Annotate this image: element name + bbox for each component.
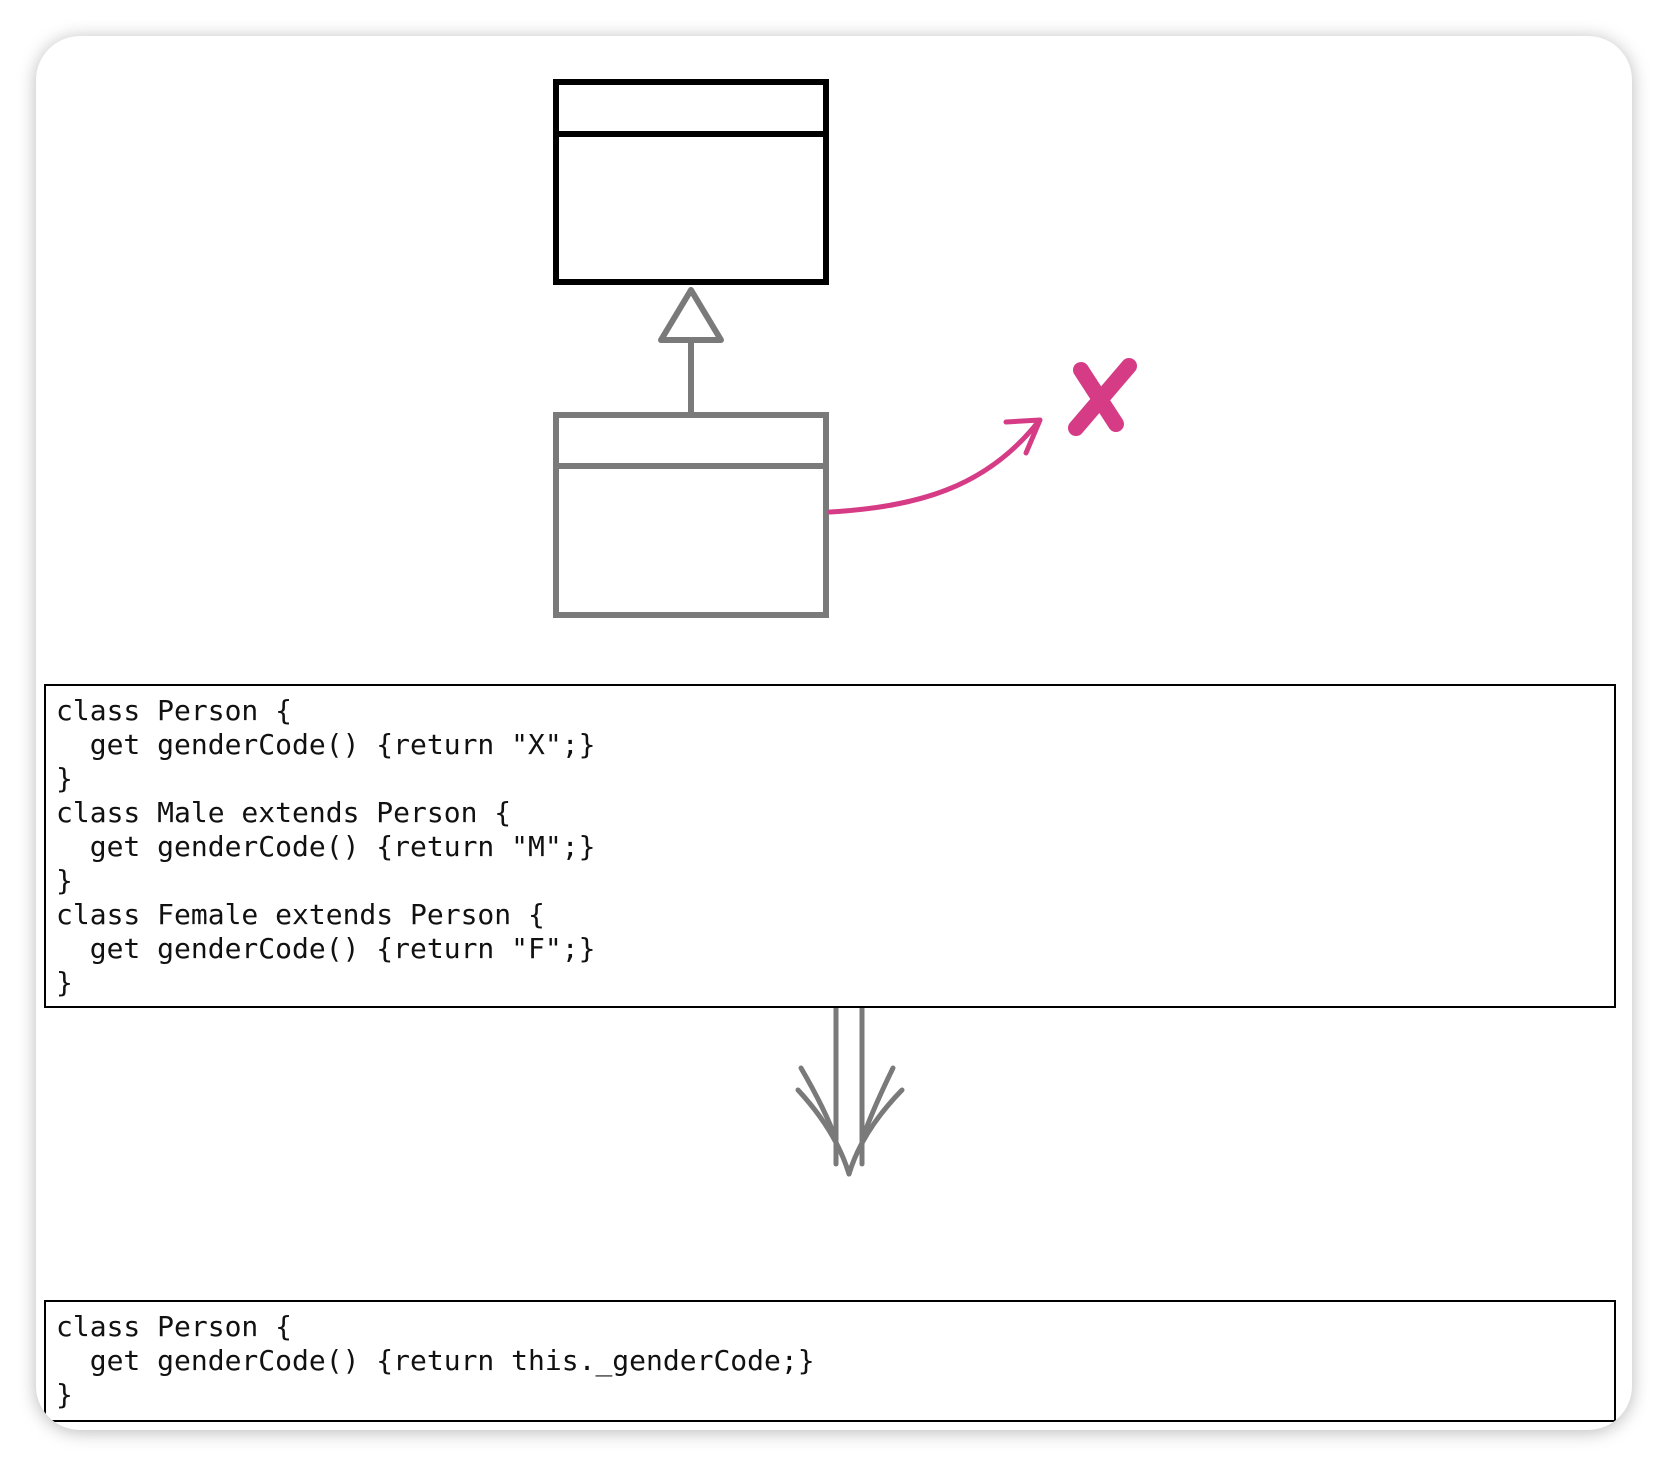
code-after-panel: class Person { get genderCode() {return …: [44, 1300, 1616, 1422]
code-after-listing: class Person { get genderCode() {return …: [46, 1302, 1614, 1412]
removal-arrow-curve: [827, 419, 1041, 515]
code-line: class Female extends Person {: [56, 898, 545, 931]
double-down-arrow-icon: [795, 990, 905, 1177]
removal-arrowhead-icon: [1003, 417, 1043, 456]
code-line: }: [56, 762, 73, 795]
code-line: }: [56, 864, 73, 897]
code-line: get genderCode() {return "M";}: [56, 830, 596, 863]
code-before-panel: class Person { get genderCode() {return …: [44, 684, 1616, 1008]
code-line: }: [56, 1378, 73, 1411]
code-line: class Male extends Person {: [56, 796, 512, 829]
code-line: class Person {: [56, 694, 293, 727]
code-before-listing: class Person { get genderCode() {return …: [46, 686, 1614, 1000]
subclass-box: [553, 412, 829, 618]
superclass-outline: [553, 79, 829, 285]
figure-card: class Person { get genderCode() {return …: [36, 36, 1632, 1430]
removal-arrow: [827, 417, 1043, 515]
subclass-outline: [553, 412, 829, 618]
superclass-box: [553, 79, 829, 285]
code-line: get genderCode() {return this._genderCod…: [56, 1344, 815, 1377]
code-line: }: [56, 966, 73, 999]
refactoring-diagram: [553, 79, 1137, 1177]
inheritance-arrow: [658, 287, 724, 414]
code-line: get genderCode() {return "X";}: [56, 728, 596, 761]
code-line: class Person {: [56, 1310, 293, 1343]
code-line: get genderCode() {return "F";}: [56, 932, 596, 965]
x-mark-icon: [1068, 358, 1137, 436]
inheritance-triangle-icon: [658, 287, 724, 343]
